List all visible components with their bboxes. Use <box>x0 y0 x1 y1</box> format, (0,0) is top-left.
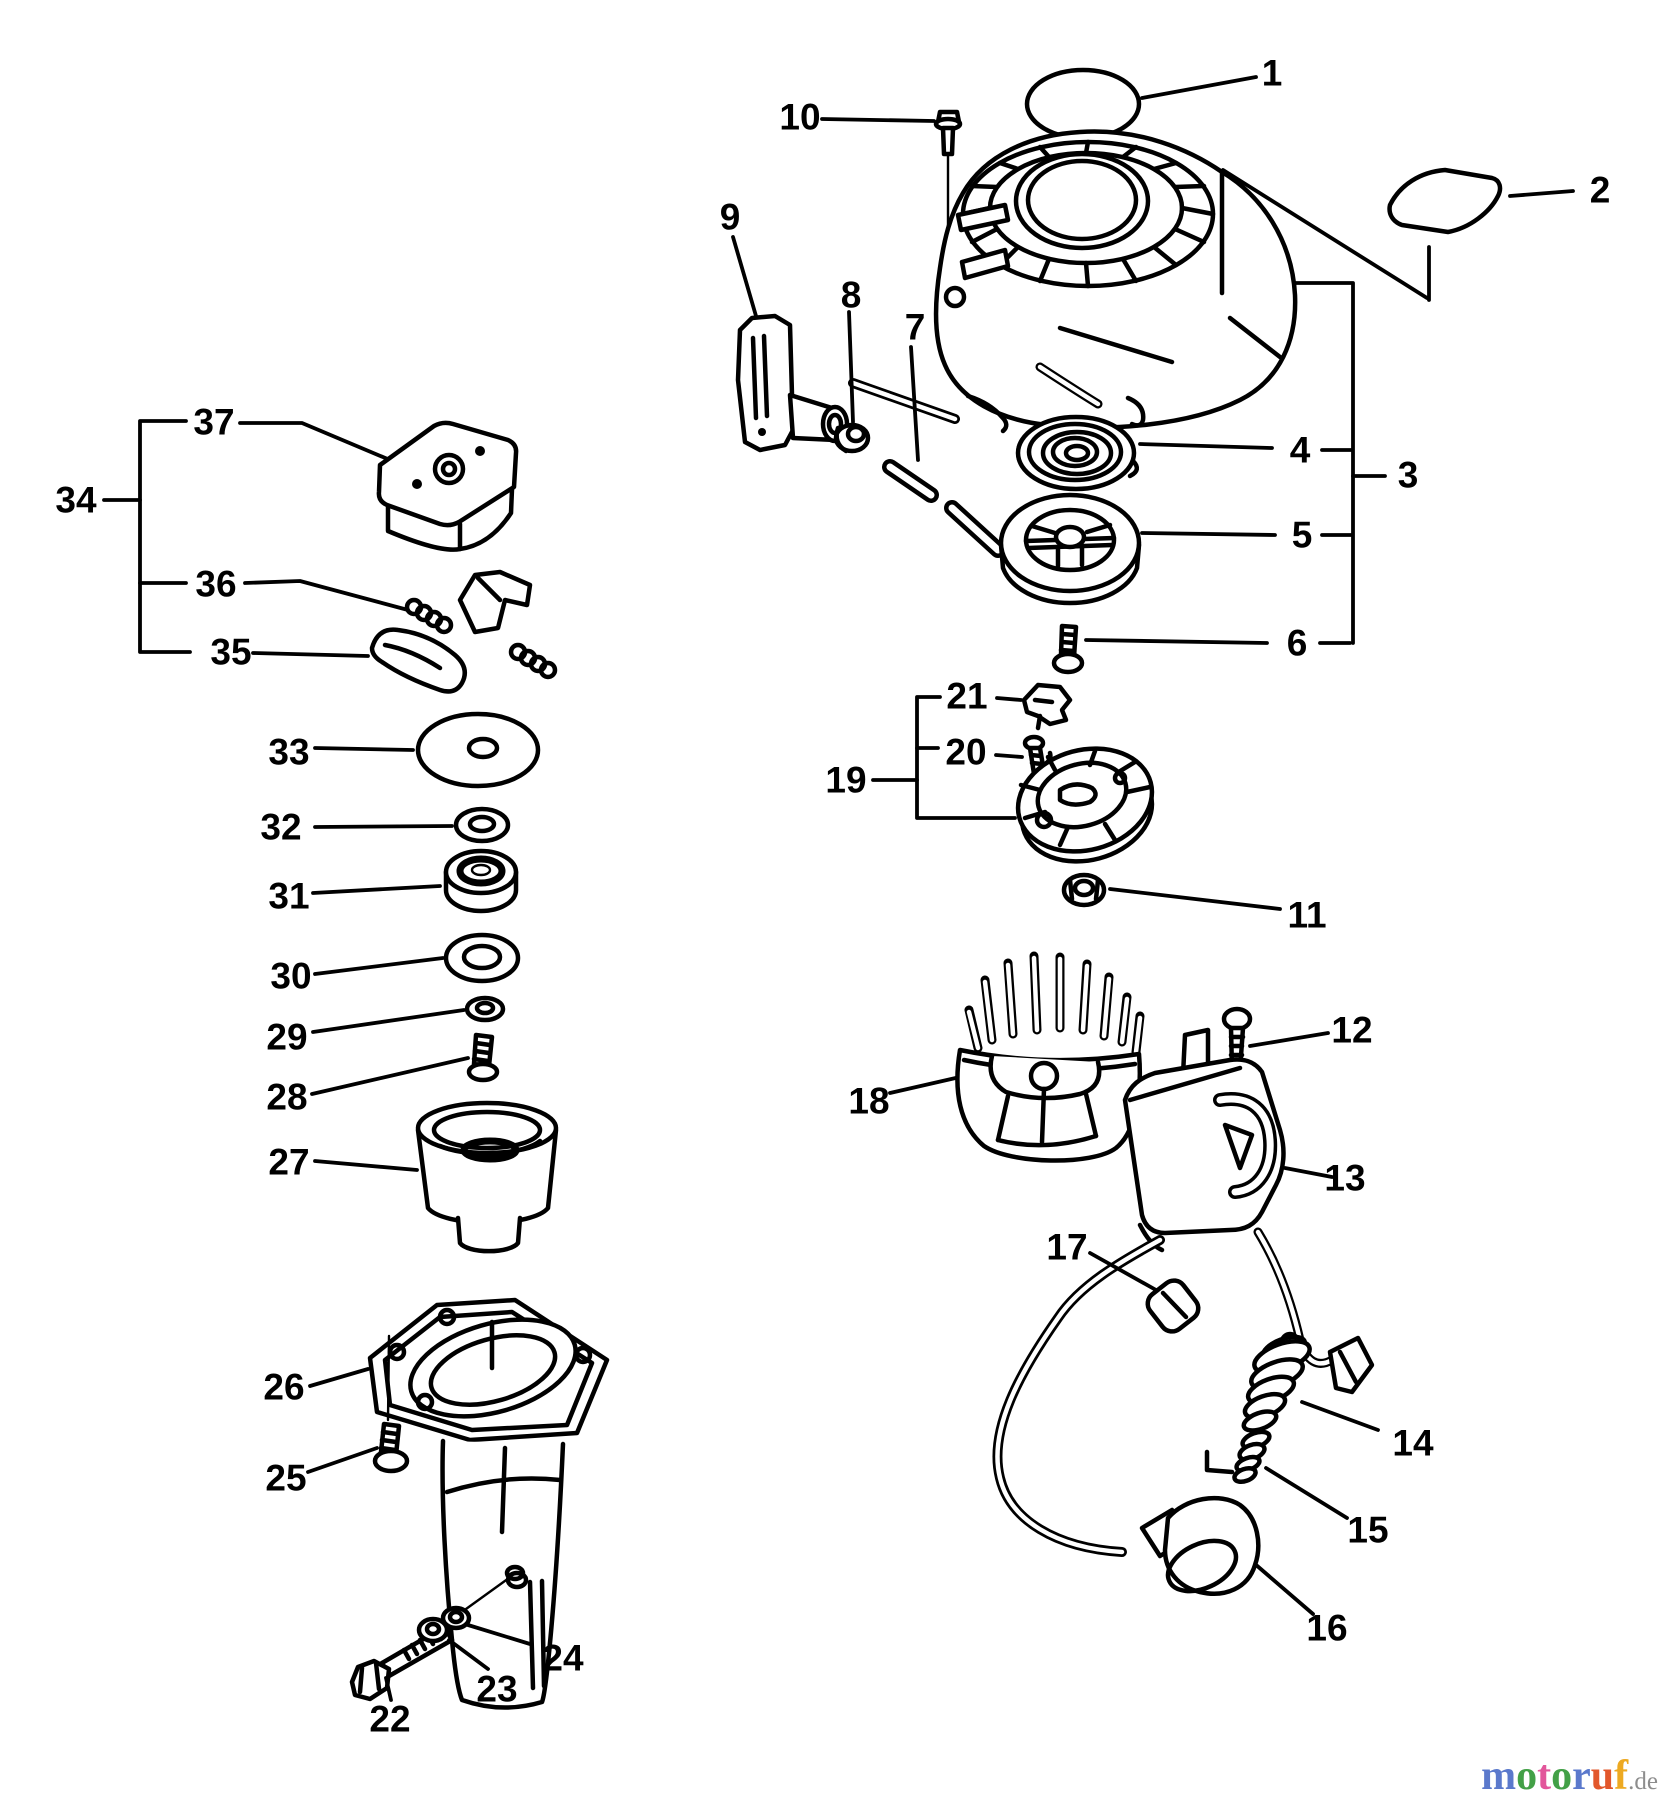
part-35-36-clutch-shoes-drawing <box>369 569 558 694</box>
part-37-clutch-cover-drawing <box>376 420 519 552</box>
callout-12: 12 <box>1331 1010 1372 1051</box>
bracket-3 <box>1293 281 1387 645</box>
callout-26: 26 <box>263 1367 304 1408</box>
callout-28: 28 <box>266 1077 307 1118</box>
starter-rope-drawing <box>848 378 1009 558</box>
part-7-pin-drawing <box>882 345 939 503</box>
ratchet-retainer-group <box>871 682 1282 911</box>
watermark-letter: r <box>1572 1753 1591 1799</box>
callout-16: 16 <box>1306 1608 1347 1649</box>
part-21-pawl-drawing <box>1021 682 1073 731</box>
part-8-bushing-drawing <box>833 310 871 454</box>
callout-19: 19 <box>825 760 866 801</box>
watermark-suffix: .de <box>1628 1768 1658 1795</box>
part-9-handle-drawing <box>731 235 850 453</box>
watermark-logo: motoruf.de <box>1481 1753 1658 1799</box>
callout-27: 27 <box>268 1142 309 1183</box>
callout-2: 2 <box>1590 170 1611 211</box>
callout-34: 34 <box>55 480 97 521</box>
callout-10: 10 <box>779 97 820 138</box>
callout-3: 3 <box>1398 455 1419 496</box>
callout-29: 29 <box>266 1017 307 1058</box>
callout-15: 15 <box>1347 1510 1388 1551</box>
part-27-cup-drawing <box>313 1100 559 1254</box>
part-28-screw-drawing <box>310 1032 500 1096</box>
watermark-letter: o <box>1551 1753 1572 1799</box>
callout-4: 4 <box>1290 430 1311 471</box>
part-4-recoil-spring-drawing <box>1015 414 1274 492</box>
callout-23: 23 <box>476 1669 517 1710</box>
watermark-letter: t <box>1537 1753 1551 1799</box>
callout-37: 37 <box>193 402 234 443</box>
part-18-flywheel-drawing <box>888 951 1145 1163</box>
part-29-washer-drawing <box>311 995 506 1034</box>
callout-36: 36 <box>195 564 236 605</box>
clutch-assembly-group <box>102 419 610 1710</box>
watermark-letter: u <box>1591 1753 1614 1799</box>
callout-20: 20 <box>945 732 986 773</box>
callout-11: 11 <box>1287 895 1326 936</box>
leader-37 <box>238 421 392 462</box>
callout-5: 5 <box>1292 515 1313 556</box>
callout-21: 21 <box>946 676 987 717</box>
leader-35 <box>251 651 370 658</box>
callout-30: 30 <box>270 956 311 997</box>
callout-31: 31 <box>268 876 309 917</box>
callout-6: 6 <box>1287 623 1308 664</box>
blower-housing-drawing <box>933 129 1298 430</box>
spark-plug-wire-drawing <box>992 1227 1375 1557</box>
callout-24: 24 <box>542 1638 584 1679</box>
callout-1: 1 <box>1262 53 1283 94</box>
part-25-screw-drawing <box>306 1334 410 1474</box>
callout-9: 9 <box>720 197 741 238</box>
part-5-pulley-drawing <box>998 492 1277 606</box>
cooling-fins <box>960 139 1216 289</box>
callout-32: 32 <box>260 807 301 848</box>
callout-22: 22 <box>369 1699 410 1740</box>
part-31-bearing-drawing <box>311 848 519 914</box>
watermark-letter: f <box>1614 1753 1629 1799</box>
part-14-plug-spring-drawing <box>1241 1331 1380 1433</box>
part-17-grommet-drawing <box>1088 1251 1201 1334</box>
callout-35: 35 <box>210 632 251 673</box>
ignition-group <box>888 951 1380 1616</box>
part-33-washer-drawing <box>313 711 541 789</box>
callout-17: 17 <box>1046 1227 1087 1268</box>
callout-labels: 1 2 3 4 5 6 7 8 9 10 11 12 13 14 15 16 1… <box>55 53 1610 1740</box>
leader-36 <box>243 579 410 612</box>
callout-33: 33 <box>268 732 309 773</box>
callout-7: 7 <box>905 307 926 348</box>
callout-14: 14 <box>1392 1423 1434 1464</box>
bracket-19 <box>871 695 1024 820</box>
part-1-ring-drawing <box>1024 67 1258 141</box>
bracket-34 <box>102 419 192 654</box>
part-6-screw-drawing <box>1051 623 1269 675</box>
part-30-washer-drawing <box>313 932 521 984</box>
part-32-washer-drawing <box>313 806 511 844</box>
watermark-letter: m <box>1481 1753 1516 1799</box>
part-26-housing-drawing <box>308 1297 610 1710</box>
part-2-plate-drawing <box>1221 167 1575 302</box>
part-19-retainer-drawing <box>1015 746 1155 864</box>
part-16-boot-drawing <box>1139 1495 1315 1616</box>
callout-25: 25 <box>265 1458 306 1499</box>
part-15-spring-drawing <box>1204 1429 1349 1520</box>
recoil-starter-group <box>731 67 1575 675</box>
callout-18: 18 <box>848 1081 889 1122</box>
part-11-nut-drawing <box>1061 872 1282 911</box>
part-22-23-24-fasteners-drawing <box>349 1564 532 1702</box>
callout-13: 13 <box>1324 1158 1365 1199</box>
callout-8: 8 <box>841 275 862 316</box>
part-13-ignition-coil-drawing <box>1122 1027 1334 1253</box>
watermark-letter: o <box>1516 1753 1537 1799</box>
